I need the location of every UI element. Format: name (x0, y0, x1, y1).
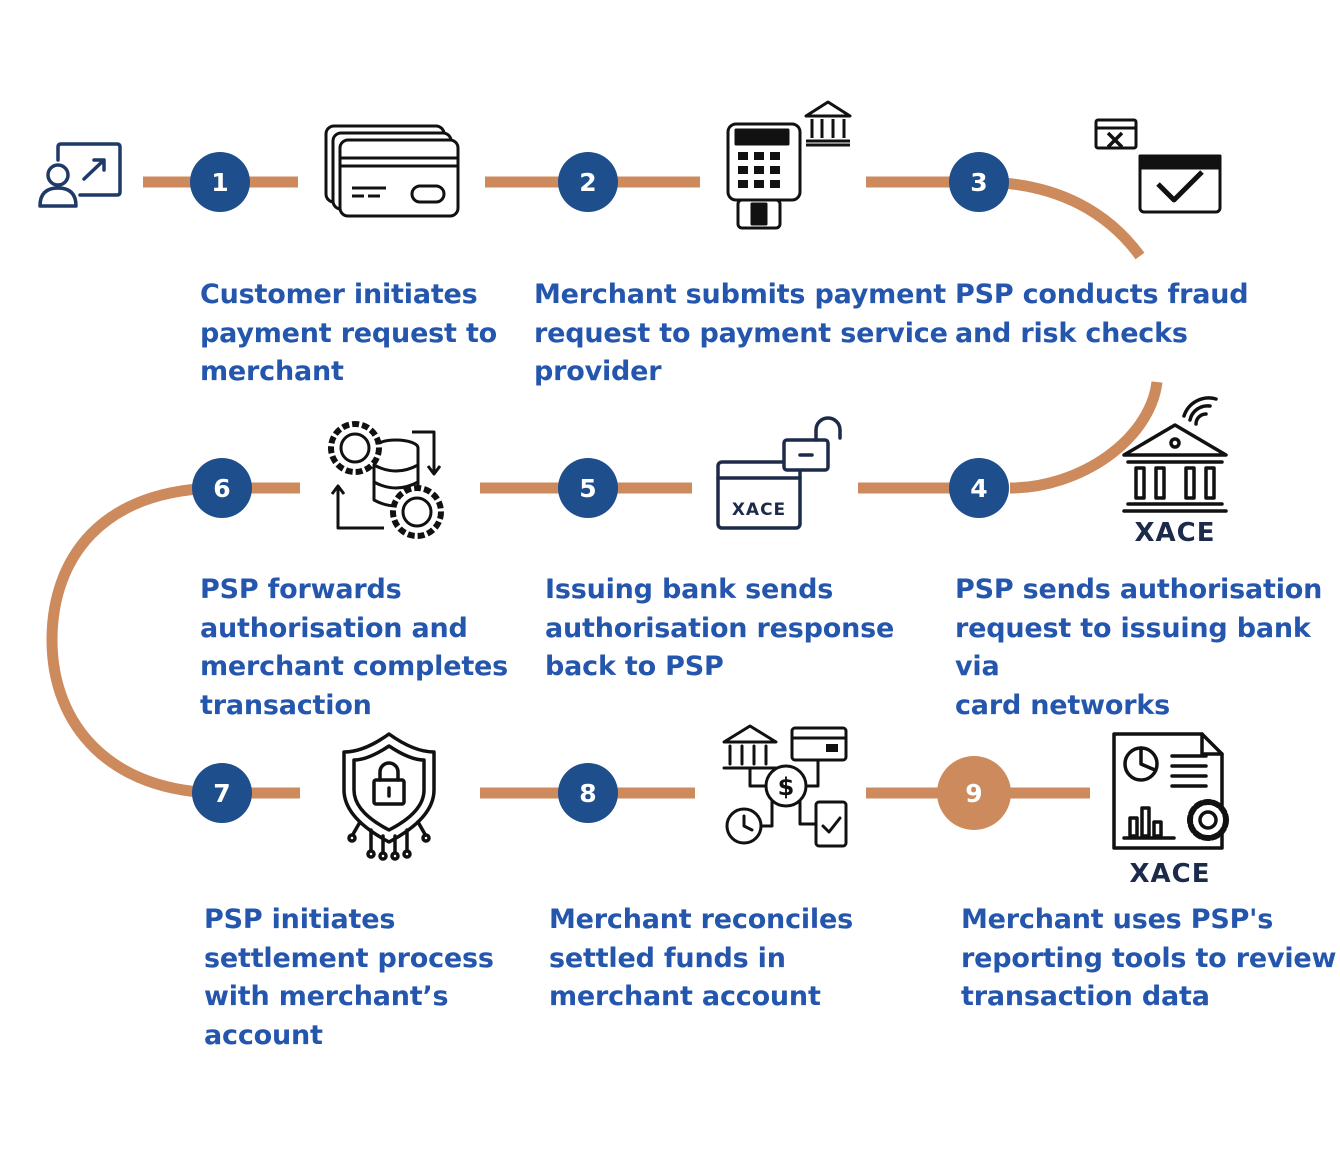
card-unlock-icon (716, 416, 842, 530)
xace-brand-step4: XACE (1134, 518, 1215, 548)
xace-brand-step5: XACE (732, 500, 786, 520)
step-node-6: 6 (192, 458, 252, 518)
step-label-8: Merchant reconciles settled funds in mer… (549, 904, 853, 1012)
step-label-1: Customer initiates payment request to me… (200, 279, 498, 387)
step-number: 1 (211, 168, 228, 197)
step-node-4: 4 (949, 458, 1009, 518)
svg-text:$: $ (778, 773, 795, 801)
xace-brand-step9: XACE (1129, 859, 1210, 889)
bank-wifi-icon (1122, 396, 1228, 513)
step-label-6: PSP forwards authorisation and merchant … (200, 574, 509, 721)
step-number: 7 (213, 779, 230, 808)
step-label-7: PSP initiates settlement process with me… (204, 904, 494, 1051)
card-terminal-bank-icon (726, 100, 852, 230)
step-number: 4 (970, 474, 987, 503)
connector-lines (46, 176, 1163, 799)
report-document-icon (1112, 732, 1229, 850)
step-node-2: 2 (558, 152, 618, 212)
step-number: 9 (965, 779, 982, 808)
step-node-9: 9 (937, 756, 1011, 830)
step-node-3: 3 (949, 152, 1009, 212)
security-shield-icon (342, 732, 436, 861)
step-number: 5 (579, 474, 596, 503)
step-node-1: 1 (190, 152, 250, 212)
step-node-8: 8 (558, 763, 618, 823)
step-label-4: PSP sends authorisation request to issui… (955, 574, 1323, 721)
step-node-7: 7 (192, 763, 252, 823)
step-number: 6 (213, 474, 230, 503)
step-number: 3 (970, 168, 987, 197)
step-number: 8 (579, 779, 596, 808)
step-label-2: Merchant submits payment request to paym… (534, 279, 948, 387)
step-label-9: Merchant uses PSP's reporting tools to r… (961, 904, 1337, 1012)
step-label-5: Issuing bank sends authorisation respons… (545, 574, 895, 682)
step-label-3: PSP conducts fraud and risk checks (955, 279, 1249, 349)
funds-network-icon: $ (722, 724, 848, 848)
customer-icon (38, 142, 122, 208)
step-node-5: 5 (558, 458, 618, 518)
step-number: 2 (579, 168, 596, 197)
card-check-icon (1094, 118, 1222, 214)
database-gears-icon (328, 421, 444, 539)
credit-cards-icon (324, 124, 460, 218)
